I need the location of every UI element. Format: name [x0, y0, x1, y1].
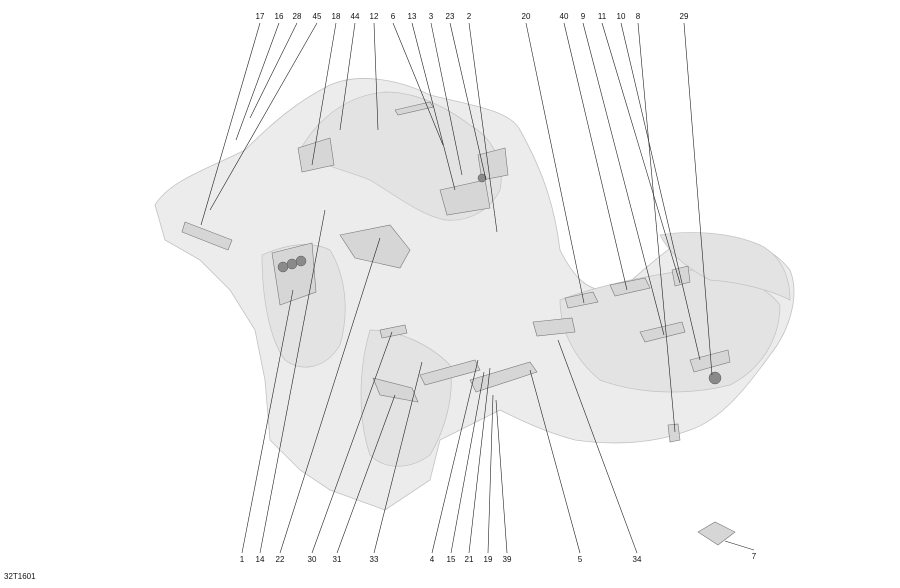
hitch-tag: [667, 423, 681, 443]
callout-40: 40: [560, 12, 569, 21]
leader-line-13: [411, 22, 456, 191]
callout-11: 11: [598, 12, 607, 21]
leader-line-1: [241, 289, 294, 554]
decal-seat-rear: [564, 291, 599, 309]
leader-line-20: [525, 22, 585, 304]
leader-line-39: [495, 399, 508, 554]
callout-18: 18: [332, 12, 341, 21]
leader-line-11: [601, 22, 681, 284]
leader-line-29: [683, 22, 713, 376]
callout-5: 5: [578, 555, 583, 564]
leader-line-19: [487, 394, 494, 554]
rear-tail: [659, 232, 791, 301]
callout-9: 9: [581, 12, 586, 21]
leader-line-17: [200, 22, 261, 226]
leader-lines: [200, 22, 755, 554]
decal-lower-multi: [419, 359, 481, 386]
leader-line-40: [563, 22, 628, 291]
rear-reflector: [708, 371, 722, 385]
front-fender-body: [154, 78, 795, 511]
leader-line-15: [450, 371, 485, 554]
decal-rack-rear: [689, 349, 731, 373]
callout-19: 19: [484, 555, 493, 564]
leader-line-31: [336, 394, 396, 554]
decal-hood: [339, 224, 411, 269]
callout-17: 17: [256, 12, 265, 21]
decal-console-center: [439, 179, 491, 216]
leader-line-6: [392, 22, 444, 146]
leader-line-7: [724, 540, 755, 551]
leader-line-9: [582, 22, 665, 336]
leader-line-18: [311, 22, 337, 166]
decal-console-left: [297, 137, 335, 173]
leader-line-22: [279, 237, 381, 554]
callout-12: 12: [370, 12, 379, 21]
loose-decal: [697, 521, 736, 546]
callout-6: 6: [391, 12, 396, 21]
leader-line-8: [637, 22, 676, 433]
callout-8: 8: [636, 12, 641, 21]
leader-line-10: [620, 22, 701, 361]
leader-line-44: [339, 22, 356, 131]
callout-20: 20: [522, 12, 531, 21]
callout-10: 10: [617, 12, 626, 21]
decal-front-left: [181, 221, 233, 251]
leader-line-28: [249, 22, 298, 119]
callout-33: 33: [370, 555, 379, 564]
leader-line-30: [311, 331, 393, 554]
decal-rack-side: [639, 321, 686, 343]
callout-14: 14: [256, 555, 265, 564]
callout-28: 28: [293, 12, 302, 21]
leader-line-5: [529, 369, 581, 554]
leader-line-45: [209, 22, 318, 211]
decal-upper-strip: [394, 101, 434, 116]
leader-line-3: [430, 22, 463, 176]
decal-left-step: [372, 377, 419, 403]
callout-15: 15: [447, 555, 456, 564]
callout-1: 1: [240, 555, 245, 564]
leader-line-21: [468, 367, 491, 554]
decal-console-right: [477, 147, 509, 181]
decal-seat-front: [532, 317, 576, 337]
ignition-knob: [477, 173, 487, 183]
leader-line-14: [259, 209, 326, 554]
leader-line-12: [373, 22, 379, 131]
leader-line-4: [431, 359, 479, 554]
callout-2: 2: [467, 12, 472, 21]
decal-rear-center: [609, 277, 651, 297]
callout-21: 21: [465, 555, 474, 564]
callout-34: 34: [633, 555, 642, 564]
gauge-circle-3: [295, 255, 307, 267]
callout-45: 45: [313, 12, 322, 21]
callout-39: 39: [503, 555, 512, 564]
leader-line-33: [373, 361, 423, 554]
leader-line-34: [557, 339, 638, 554]
callout-22: 22: [276, 555, 285, 564]
callout-7: 7: [752, 552, 757, 561]
gauge-circle-2: [286, 258, 298, 270]
callout-3: 3: [429, 12, 434, 21]
decal-lower-side: [469, 361, 538, 393]
gauge-circle-1: [277, 261, 289, 273]
diagram-reference: 32T1601: [4, 572, 36, 581]
leader-line-23: [449, 22, 487, 181]
leader-line-2: [468, 22, 498, 233]
callout-44: 44: [351, 12, 360, 21]
callout-30: 30: [308, 555, 317, 564]
callout-29: 29: [680, 12, 689, 21]
callout-23: 23: [446, 12, 455, 21]
leader-line-16: [235, 22, 280, 141]
decal-front-footwell: [379, 324, 408, 339]
callout-16: 16: [275, 12, 284, 21]
callout-13: 13: [408, 12, 417, 21]
callout-31: 31: [333, 555, 342, 564]
callout-4: 4: [430, 555, 435, 564]
